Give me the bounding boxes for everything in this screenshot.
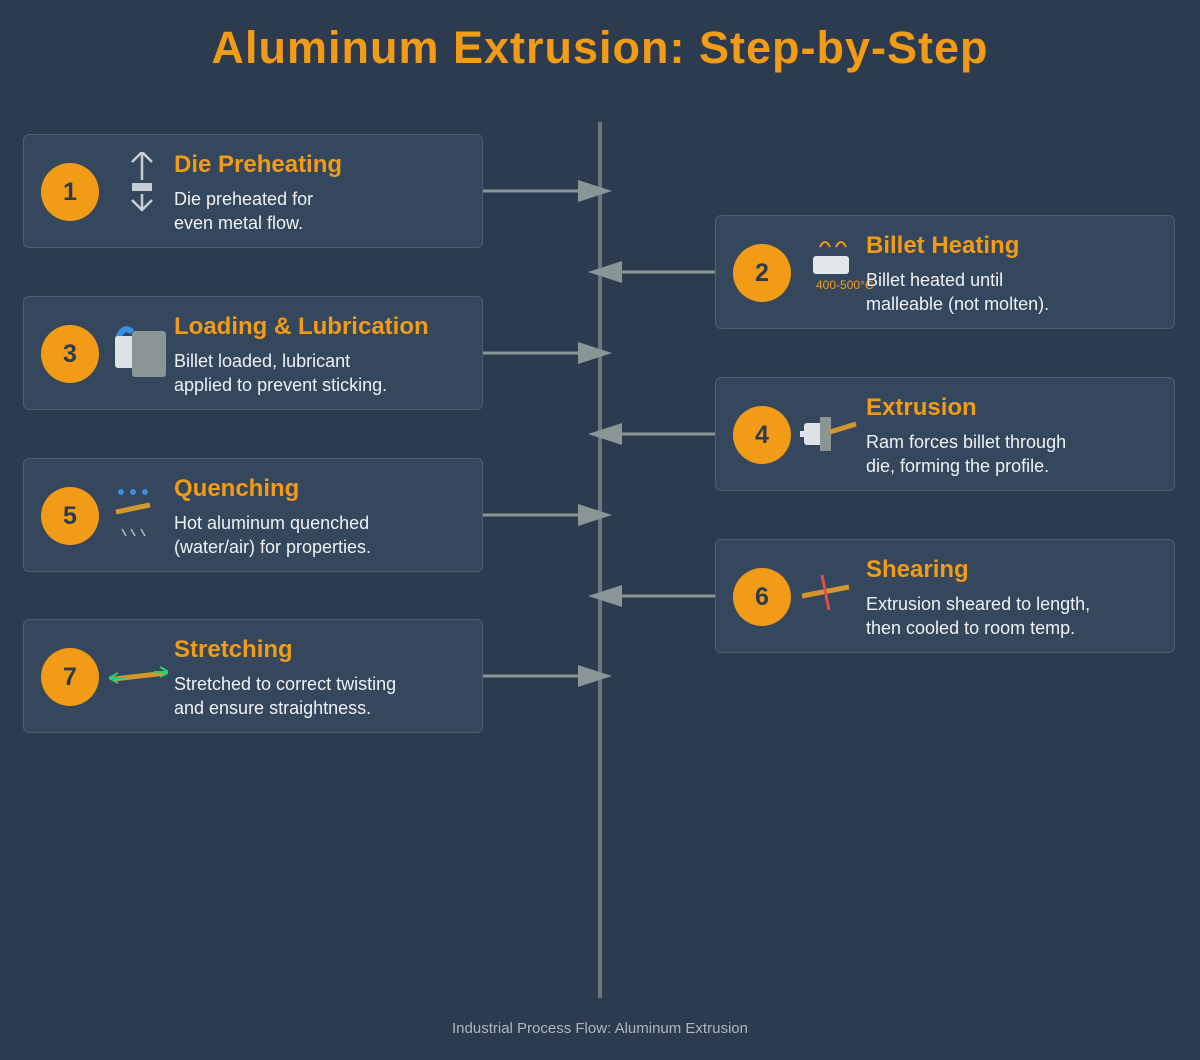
step-description: Ram forces billet through die, forming t… bbox=[866, 432, 1067, 476]
loading-lubrication-icon bbox=[115, 326, 166, 377]
die-preheat-icon bbox=[131, 152, 153, 212]
arrowhead-4 bbox=[588, 423, 622, 445]
step-title: Stretching bbox=[174, 636, 293, 663]
step-description: Billet heated until malleable (not molte… bbox=[866, 270, 1050, 314]
step-description: Stretched to correct twisting and ensure… bbox=[174, 674, 397, 718]
step-number-badge: 3 bbox=[41, 325, 99, 383]
step-title: Shearing bbox=[866, 556, 969, 583]
arrowhead-7 bbox=[578, 665, 612, 687]
arrow-group bbox=[483, 180, 715, 687]
step-card-6: 6 Shearing Extrusion sheared to length, … bbox=[715, 539, 1175, 653]
step-description: Extrusion sheared to length, then cooled… bbox=[866, 594, 1091, 638]
step-card-2: 2 400-500°C Billet Heating Billet heated… bbox=[715, 215, 1175, 329]
step-title: Loading & Lubrication bbox=[174, 313, 429, 340]
extrusion-press-icon bbox=[800, 417, 857, 451]
step-card-4: 4 Extrusion Ram forces billet through di… bbox=[715, 377, 1175, 491]
temperature-label: 400-500°C bbox=[816, 278, 874, 292]
step-number-badge: 1 bbox=[41, 163, 99, 221]
stretching-icon bbox=[108, 666, 168, 684]
shearing-icon bbox=[801, 574, 850, 611]
step-description: Hot aluminum quenched (water/air) for pr… bbox=[174, 513, 372, 557]
step-number-badge: 4 bbox=[733, 406, 791, 464]
step-card-5: 5 Quenching Hot aluminum quenched (water… bbox=[23, 458, 483, 572]
arrowhead-2 bbox=[588, 261, 622, 283]
arrowhead-6 bbox=[588, 585, 622, 607]
diagram-footer: Industrial Process Flow: Aluminum Extrus… bbox=[452, 1020, 748, 1037]
quenching-icon bbox=[115, 489, 151, 537]
step-title: Billet Heating bbox=[866, 232, 1020, 259]
arrowhead-3 bbox=[578, 342, 612, 364]
arrowhead-5 bbox=[578, 504, 612, 526]
step-number-badge: 7 bbox=[41, 648, 99, 706]
step-card-7: 7 Stretching Stretched to correct twisti… bbox=[23, 619, 483, 733]
step-title: Quenching bbox=[174, 475, 300, 502]
diagram-title: Aluminum Extrusion: Step-by-Step bbox=[211, 22, 989, 73]
step-title: Die Preheating bbox=[174, 151, 343, 178]
step-description: Die preheated for even metal flow. bbox=[174, 189, 314, 233]
step-number-badge: 2 bbox=[733, 244, 791, 302]
step-card-3: 3 Loading & Lubrication Billet loaded, l… bbox=[23, 296, 483, 410]
step-number-badge: 5 bbox=[41, 487, 99, 545]
step-title: Extrusion bbox=[866, 394, 977, 421]
step-number-badge: 6 bbox=[733, 568, 791, 626]
billet-heating-icon bbox=[813, 241, 849, 274]
step-card-1: 1 Die Preheating Die preheated for even … bbox=[23, 134, 483, 248]
arrowhead-1 bbox=[578, 180, 612, 202]
step-description: Billet loaded, lubricant applied to prev… bbox=[174, 351, 388, 395]
